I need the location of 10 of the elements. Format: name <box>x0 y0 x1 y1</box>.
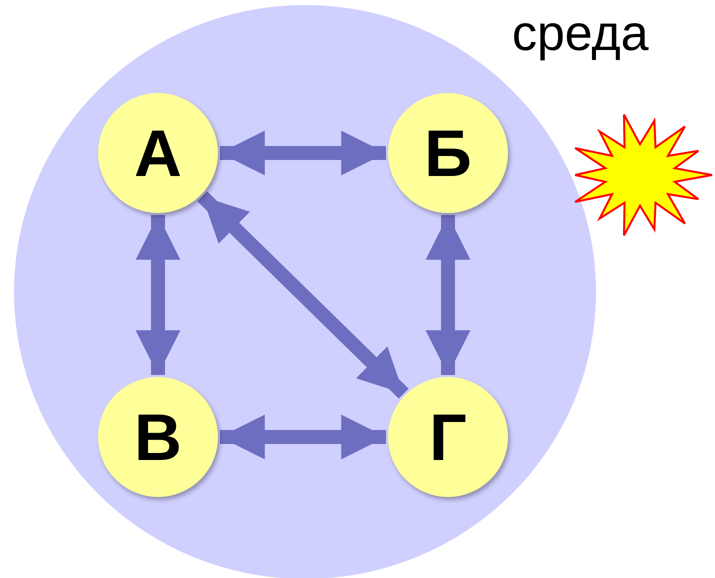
double-arrow <box>197 191 409 399</box>
environment-label: среда <box>512 4 648 62</box>
double-arrow <box>426 215 470 375</box>
node-letter: В <box>134 399 182 475</box>
double-arrow <box>220 130 386 176</box>
double-arrow <box>136 215 180 375</box>
node-letter: Г <box>429 399 467 475</box>
node-letter: Б <box>424 115 472 191</box>
node-letter: А <box>134 115 182 191</box>
double-arrow <box>220 414 386 460</box>
